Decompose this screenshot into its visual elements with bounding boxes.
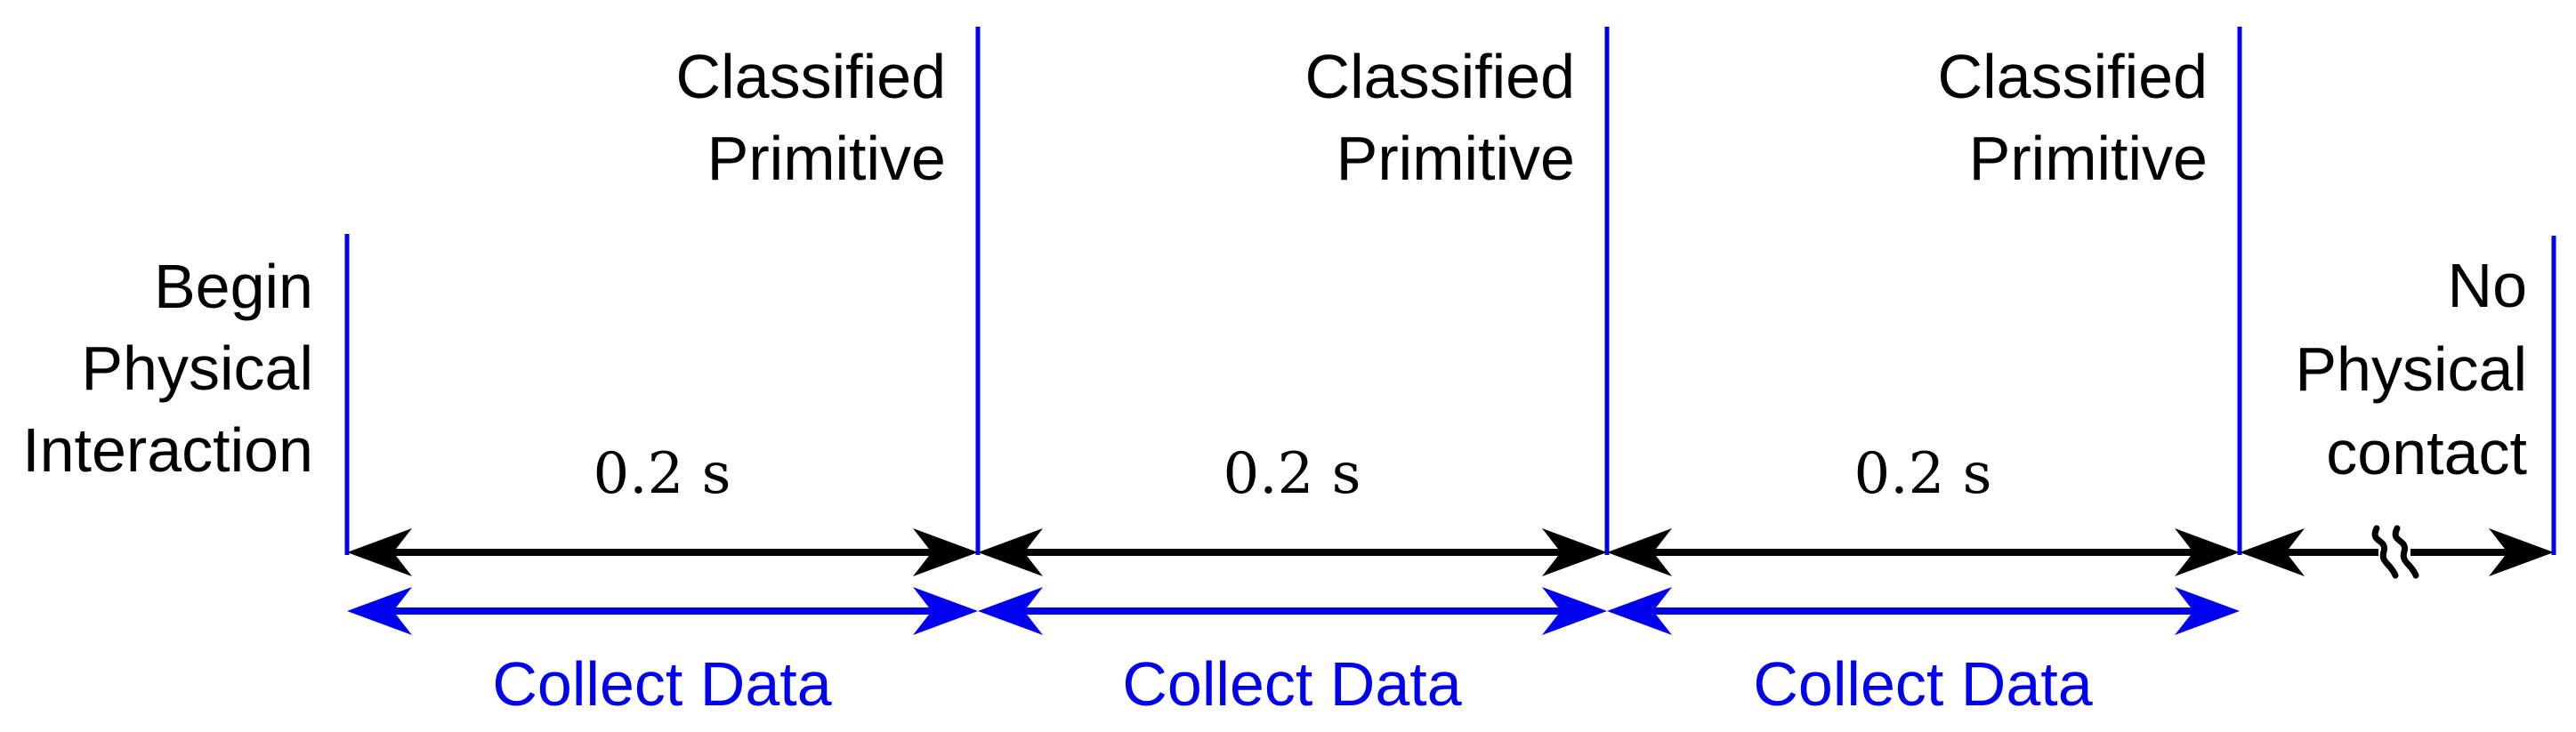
duration-label-2-line-1: 0.2 s [1223,441,1361,507]
classified-primitive-label-3-line-2: Primitive [1968,124,2208,193]
duration-arrow-row-segment-1-left-arrowhead [347,528,412,576]
duration-arrow-row-segment-3-left-arrowhead [1607,528,1672,576]
classified-primitive-label-3-line-1: Classified [1937,42,2208,111]
classified-primitive-label-2-line-2: Primitive [1336,124,1575,193]
begin-physical-interaction-label-line-3: Interaction [22,415,313,485]
collect-arrow-row-segment-3-left-arrowhead [1607,587,1672,635]
duration-label-3: 0.2 s [1611,440,2234,509]
duration-label-3-line-1: 0.2 s [1853,441,1992,507]
collect-data-label-1-line-1: Collect Data [492,649,832,719]
duration-label-1: 0.2 s [351,440,973,509]
collect-arrow-row-segment-2-right-arrowhead [1542,587,1607,635]
begin-physical-interaction-label-line-2: Physical [81,334,313,403]
no-physical-contact-label-line-1: No [2447,251,2527,320]
duration-label-2: 0.2 s [981,440,1603,509]
no-physical-contact-label-line-3: contact [2326,418,2527,487]
collect-data-label-3-line-1: Collect Data [1753,649,2093,719]
collect-data-label-1: Collect Data [351,643,973,725]
duration-arrow-row-segment-4-left-arrowhead [2240,528,2305,576]
collect-data-label-2: Collect Data [981,643,1603,725]
collect-data-label-2-line-1: Collect Data [1122,649,1462,719]
duration-arrow-row-segment-3-right-arrowhead [2175,528,2240,576]
classified-primitive-label-2-line-1: Classified [1304,42,1575,111]
collect-arrow-row-segment-2-left-arrowhead [978,587,1043,635]
classified-primitive-label-1-line-1: Classified [675,42,946,111]
duration-arrow-row-segment-2-right-arrowhead [1542,528,1607,576]
duration-label-1-line-1: 0.2 s [593,441,731,507]
duration-arrow-row-segment-4-right-arrowhead [2489,528,2554,576]
duration-arrow-row-segment-1-right-arrowhead [913,528,978,576]
no-physical-contact-label-line-2: Physical [2295,334,2527,404]
begin-physical-interaction-label-line-1: Begin [153,252,313,321]
collect-arrow-row-segment-3-right-arrowhead [2175,587,2240,635]
axis-break-mark-stroke-2 [2392,525,2419,579]
collect-data-label-3: Collect Data [1611,643,2234,725]
axis-break-mark-stroke-1 [2371,525,2399,579]
collect-arrow-row-segment-1-left-arrowhead [347,587,412,635]
classified-primitive-label-1-line-2: Primitive [707,124,946,193]
collect-arrow-row-segment-1-right-arrowhead [913,587,978,635]
duration-arrow-row-segment-2-left-arrowhead [978,528,1043,576]
